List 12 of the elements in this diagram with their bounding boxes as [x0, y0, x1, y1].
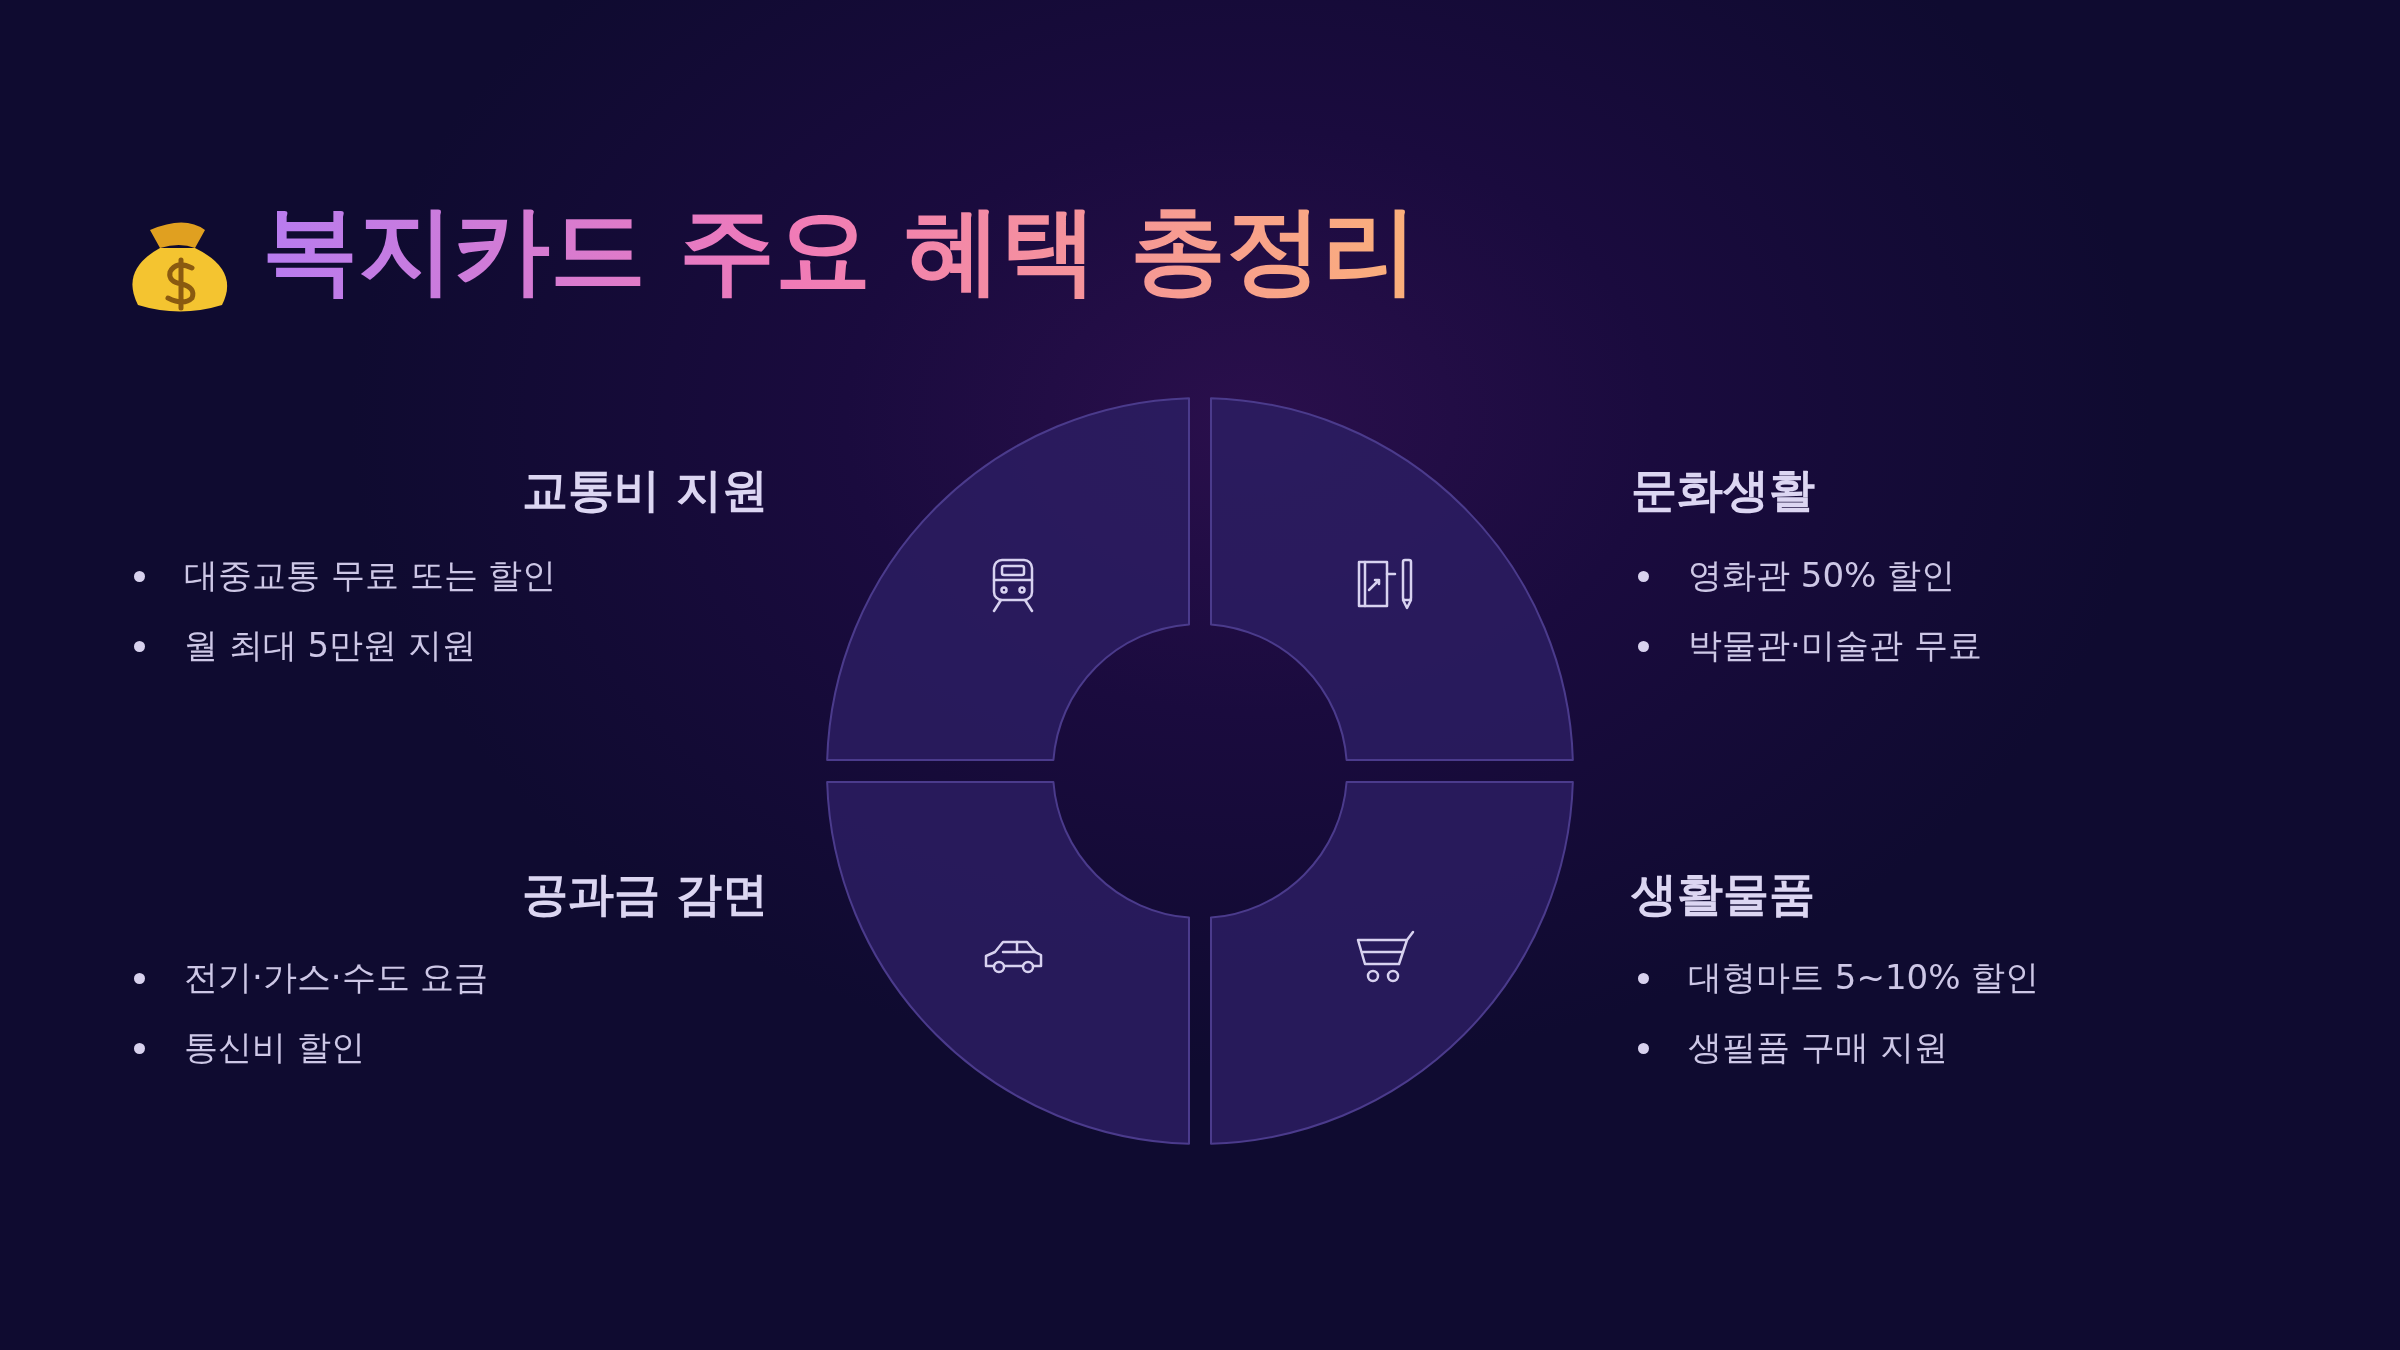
bullet-text: 전기·가스·수도 요금	[184, 956, 489, 999]
section-heading: 생활물품	[1631, 866, 1815, 922]
bullet-text: 대형마트 5~10% 할인	[1688, 956, 2040, 999]
section-heading: 공과금 감면	[522, 866, 768, 922]
bullet-text: 박물관·미술관 무료	[1688, 624, 1982, 667]
bullet-text: 영화관 50% 할인	[1688, 554, 1956, 597]
bullet-text: 대중교통 무료 또는 할인	[184, 554, 557, 597]
section-heading: 문화생활	[1631, 462, 1815, 518]
bullet-text: 통신비 할인	[184, 1026, 365, 1069]
bullet-text: 월 최대 5만원 지원	[184, 624, 477, 667]
section-heading: 교통비 지원	[522, 462, 768, 518]
bullet-text: 생필품 구매 지원	[1688, 1026, 1948, 1069]
